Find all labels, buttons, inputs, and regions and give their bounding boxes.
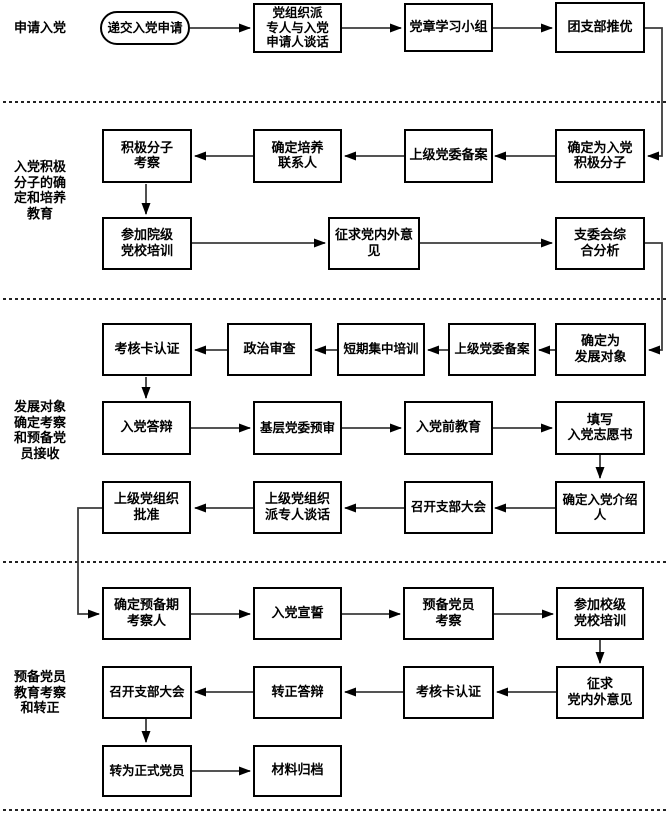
flow-arrows <box>77 23 663 776</box>
node-confirmation-defense: 转正答辩 <box>253 666 342 719</box>
arrow-r6-to-r7 <box>77 507 102 619</box>
node-preliminary-review: 基层党委预审 <box>253 401 342 455</box>
section-dividers <box>3 101 668 811</box>
node-oath: 入党宣誓 <box>253 587 342 640</box>
node-school-training: 参加校级 党校培训 <box>556 587 644 640</box>
arrow-r3-to-r4 <box>645 242 663 355</box>
node-activist-review: 积极分子 考察 <box>102 129 192 183</box>
node-short-training: 短期集中培训 <box>337 323 425 376</box>
node-higher-approval: 上级党组织 批准 <box>102 481 191 534</box>
node-training-contact: 确定培养 联系人 <box>253 129 342 183</box>
node-league-recommend: 团支部推优 <box>555 2 645 53</box>
node-fill-application: 填写 入党志愿书 <box>555 401 645 455</box>
node-probation-examiner: 确定预备期 考察人 <box>102 587 191 640</box>
node-committee-record-2: 上级党委备案 <box>448 323 536 376</box>
node-assessment-card-2: 考核卡认证 <box>403 666 494 719</box>
section-label-activist: 入党积极 分子的确 定和培养 教育 <box>13 160 66 222</box>
node-probationary-review: 预备党员 考察 <box>403 587 494 640</box>
node-political-review: 政治审查 <box>227 323 312 376</box>
node-seek-opinions-1: 征求党内外意 见 <box>328 217 420 270</box>
node-admission-defense: 入党答辩 <box>102 401 191 455</box>
node-branch-analysis: 支委会综 合分析 <box>555 217 645 270</box>
section-label-probation: 预备党员 教育考察 和转正 <box>13 670 66 716</box>
node-study-group: 党章学习小组 <box>404 3 493 52</box>
node-confirm-activist: 确定为入党 积极分子 <box>555 129 645 183</box>
node-confirm-candidate: 确定为 发展对象 <box>555 323 646 376</box>
node-branch-meeting-2: 召开支部大会 <box>102 666 192 719</box>
node-assessment-card-1: 考核卡认证 <box>102 323 192 376</box>
arrow-league-to-activist <box>645 27 663 161</box>
node-archive: 材料归档 <box>253 745 342 797</box>
node-higher-talk: 上级党组织 派专人谈话 <box>253 481 342 534</box>
node-branch-meeting-1: 召开支部大会 <box>404 481 493 534</box>
section-label-development: 发展对象 确定考察 和预备党 员接收 <box>13 400 66 462</box>
node-college-training: 参加院级 党校培训 <box>102 217 192 270</box>
node-org-talk: 党组织派 专人与入党 申请人谈话 <box>253 3 342 53</box>
node-committee-record-1: 上级党委备案 <box>404 129 493 183</box>
section-label-apply: 申请入党 <box>13 21 66 36</box>
node-full-member: 转为正式党员 <box>102 745 192 797</box>
node-confirm-introducer: 确定入党介绍 人 <box>555 481 645 534</box>
node-submit-application: 递交入党申请 <box>100 11 190 45</box>
node-pre-admission-education: 入党前教育 <box>404 401 493 455</box>
node-seek-opinions-2: 征求 党内外意见 <box>556 666 644 719</box>
